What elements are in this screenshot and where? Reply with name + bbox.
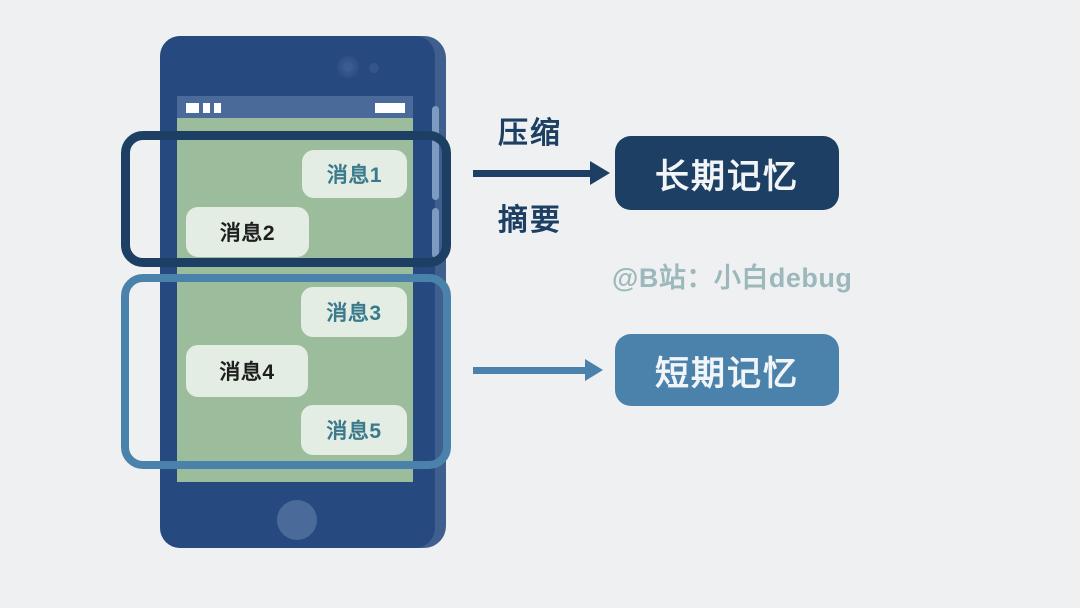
phone-volume-button[interactable]: [432, 106, 439, 200]
message-bubble-5: 消息5: [301, 405, 407, 455]
camera-lens-icon: [343, 62, 353, 72]
message-bubble-4: 消息4: [186, 345, 308, 397]
short-term-arrow-line: [473, 367, 590, 374]
arrow-label-compress: 压缩: [498, 117, 562, 150]
signal-block-1-icon: [186, 103, 199, 113]
short-term-group-bracket: [121, 274, 451, 469]
phone-power-button[interactable]: [432, 208, 439, 258]
long-term-arrow-line: [473, 170, 595, 177]
phone-home-button[interactable]: [277, 500, 317, 540]
arrow-label-summary: 摘要: [498, 204, 562, 237]
long-term-memory-badge: 长期记忆: [615, 136, 839, 210]
short-term-memory-badge: 短期记忆: [615, 334, 839, 406]
short-term-arrow-head-icon: [585, 359, 603, 381]
signal-block-2-icon: [203, 103, 210, 113]
long-term-arrow-head-icon: [590, 161, 610, 185]
battery-block-icon: [375, 103, 405, 113]
message-bubble-1: 消息1: [302, 150, 407, 198]
message-bubble-2: 消息2: [186, 207, 309, 257]
long-term-group-bracket: [121, 131, 451, 267]
signal-block-3-icon: [214, 103, 221, 113]
status-bar: [177, 96, 413, 118]
watermark: @B站：小白debug: [612, 263, 853, 293]
message-bubble-3: 消息3: [301, 287, 407, 337]
sensor-dot-icon: [369, 63, 379, 73]
